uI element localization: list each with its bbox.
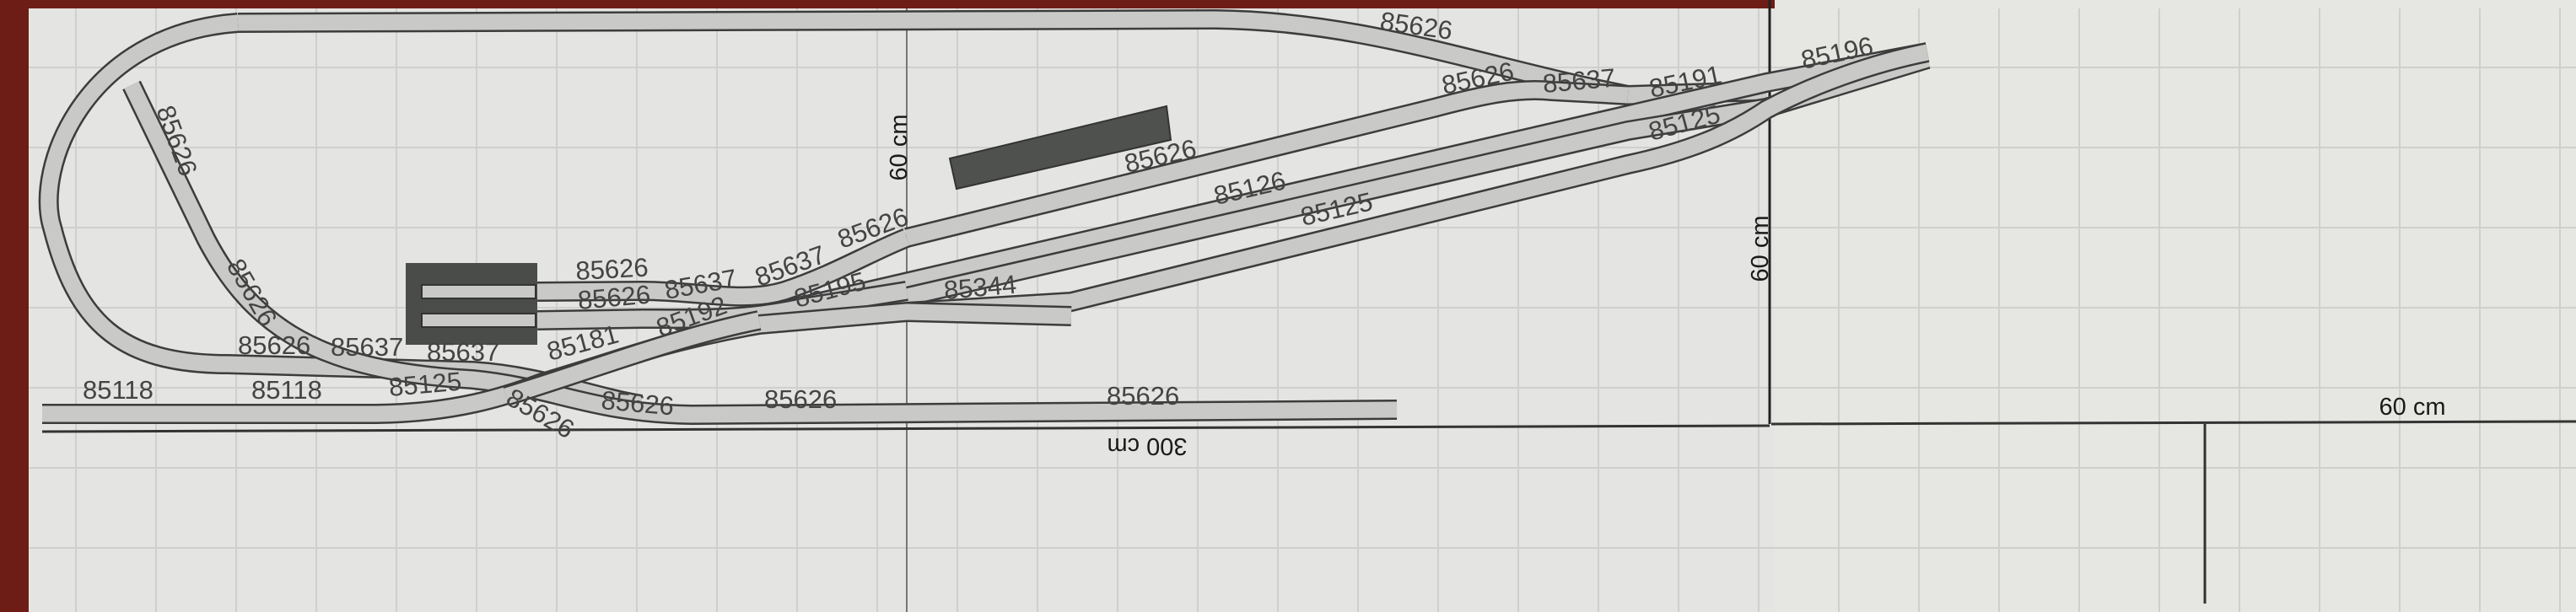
track-label: 85125	[388, 367, 463, 402]
track-label: 85626	[1107, 381, 1179, 411]
track-label: 85626	[764, 384, 837, 414]
depth-dimension-right: 60 cm	[1747, 216, 1774, 282]
track-segment	[906, 44, 1929, 320]
station-track	[421, 313, 536, 328]
paper-sheet-right	[1775, 0, 2576, 612]
length-dimension: 300 cm	[1107, 432, 1187, 459]
board-edge-bottom	[41, 424, 1770, 433]
track-segment	[536, 282, 908, 329]
track-segment	[504, 312, 761, 405]
track-segment	[758, 303, 1072, 333]
depth-dimension-left: 60 cm	[886, 115, 913, 181]
track-segment	[904, 82, 1629, 246]
track-label: 85626	[238, 330, 310, 360]
track-label: 85118	[83, 375, 154, 405]
track-label: 85637	[1542, 63, 1617, 99]
track-segment	[536, 230, 910, 305]
track-label: 85626	[600, 385, 675, 421]
track-label: 85626	[577, 280, 652, 315]
station-track	[421, 284, 536, 299]
extension-dimension: 60 cm	[2379, 394, 2446, 421]
track-label: 85626	[575, 253, 649, 286]
track-label: 85637	[427, 337, 499, 367]
track-segment	[124, 81, 1398, 423]
station-building	[406, 263, 537, 345]
track-label: 85344	[943, 270, 1018, 305]
extension-edge	[1770, 420, 2576, 426]
tracks	[38, 8, 1931, 426]
track-label: 85118	[251, 375, 322, 405]
industry-building	[948, 105, 1172, 191]
track-label: 85637	[331, 332, 403, 362]
